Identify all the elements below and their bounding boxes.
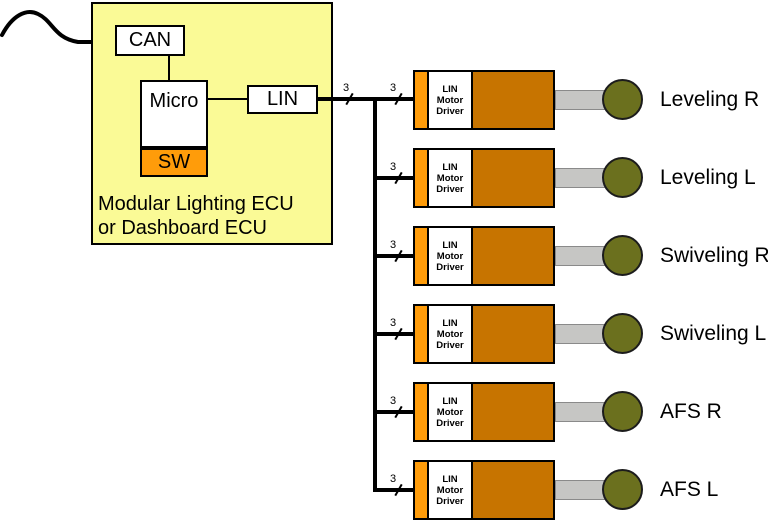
module-label: AFS L (660, 478, 719, 501)
driver-label-line: Driver (436, 495, 464, 507)
motor-head (602, 79, 643, 120)
module-label: Swiveling R (660, 244, 768, 267)
module-connector-strip (415, 72, 427, 128)
bus-branch-line (375, 332, 415, 336)
module-connector-strip (415, 228, 427, 284)
bus-branch-line (375, 254, 415, 258)
wire-count-label: 3 (390, 82, 397, 94)
lin-bus-main-line (318, 97, 415, 101)
driver-label-line: LIN (442, 317, 458, 329)
driver-label-line: Driver (436, 105, 464, 117)
bus-branch-line (375, 488, 415, 492)
can-micro-wire (168, 55, 170, 81)
micro-label: Micro (149, 90, 199, 112)
micro-box: Micro (140, 80, 208, 148)
ecu-caption-line2: or Dashboard ECU (98, 217, 267, 239)
motor-head (602, 469, 643, 510)
lin-motor-driver-box: LIN Motor Driver (427, 228, 473, 284)
sw-box: SW (140, 148, 208, 177)
module-connector-strip (415, 462, 427, 518)
lin-motor-driver-module: LIN Motor Driver (413, 382, 555, 442)
lin-motor-driver-box: LIN Motor Driver (427, 384, 473, 440)
lin-motor-driver-module: LIN Motor Driver (413, 70, 555, 130)
driver-label-line: Driver (436, 261, 464, 273)
can-bus-wire (0, 10, 119, 44)
module-label: Leveling L (660, 166, 756, 189)
sw-label: SW (157, 151, 191, 173)
driver-label-line: LIN (442, 161, 458, 173)
lin-box: LIN (247, 85, 318, 114)
module-connector-strip (415, 306, 427, 362)
module-label: AFS R (660, 400, 722, 423)
wire-count-label: 3 (343, 82, 350, 94)
ecu-caption: Modular Lighting ECU or Dashboard ECU (98, 192, 294, 240)
wire-count-label: 3 (390, 317, 397, 329)
driver-label-line: LIN (442, 473, 458, 485)
module-label: Leveling R (660, 88, 760, 111)
wire-count-label: 3 (390, 239, 397, 251)
lin-motor-driver-module: LIN Motor Driver (413, 148, 555, 208)
motor-head (602, 391, 643, 432)
lin-motor-driver-module: LIN Motor Driver (413, 304, 555, 364)
lin-bus-vertical (373, 98, 377, 492)
wire-count-label: 3 (390, 473, 397, 485)
module-actuator-body (473, 306, 553, 362)
module-actuator-body (473, 384, 553, 440)
module-connector-strip (415, 150, 427, 206)
driver-label-line: Driver (436, 339, 464, 351)
driver-label-line: Motor (436, 94, 464, 106)
motor-head (602, 313, 643, 354)
driver-label-line: Driver (436, 183, 464, 195)
bus-branch-line (375, 176, 415, 180)
driver-label-line: LIN (442, 239, 458, 251)
driver-label-line: Motor (436, 250, 464, 262)
driver-label-line: Driver (436, 417, 464, 429)
micro-lin-wire (208, 98, 247, 100)
bus-branch-line (375, 410, 415, 414)
wire-count-label: 3 (390, 161, 397, 173)
can-label: CAN (128, 29, 172, 51)
module-label: Swiveling L (660, 322, 767, 345)
module-actuator-body (473, 72, 553, 128)
driver-label-line: Motor (436, 406, 464, 418)
lin-motor-driver-module: LIN Motor Driver (413, 460, 555, 520)
motor-head (602, 235, 643, 276)
module-connector-strip (415, 384, 427, 440)
module-actuator-body (473, 150, 553, 206)
lin-motor-driver-box: LIN Motor Driver (427, 72, 473, 128)
driver-label-line: Motor (436, 172, 464, 184)
lin-motor-driver-box: LIN Motor Driver (427, 150, 473, 206)
wire-count-label: 3 (390, 395, 397, 407)
ecu-caption-line1: Modular Lighting ECU (98, 193, 294, 215)
motor-head (602, 157, 643, 198)
driver-label-line: LIN (442, 395, 458, 407)
driver-label-line: Motor (436, 484, 464, 496)
lin-label: LIN (266, 88, 299, 110)
driver-label-line: LIN (442, 83, 458, 95)
driver-label-line: Motor (436, 328, 464, 340)
can-box: CAN (115, 25, 185, 56)
lin-motor-driver-box: LIN Motor Driver (427, 462, 473, 518)
module-actuator-body (473, 462, 553, 518)
module-actuator-body (473, 228, 553, 284)
lin-motor-driver-box: LIN Motor Driver (427, 306, 473, 362)
lin-motor-driver-module: LIN Motor Driver (413, 226, 555, 286)
